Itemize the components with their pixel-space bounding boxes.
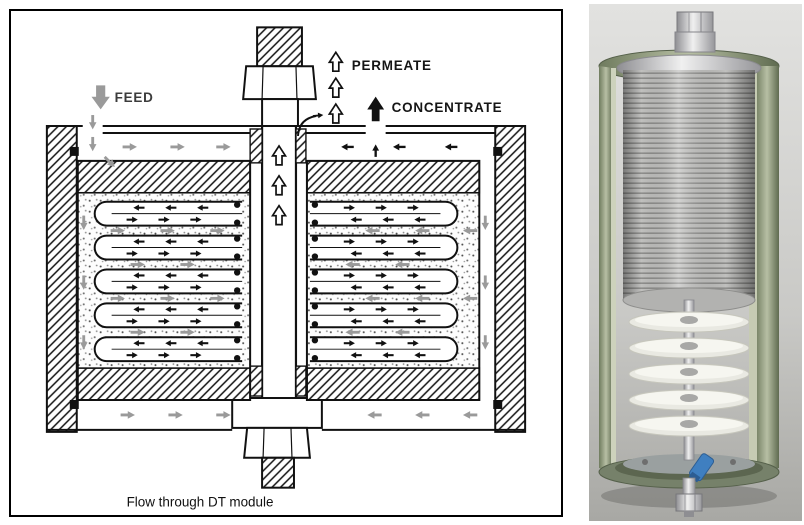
dt-module-3d-render — [589, 4, 802, 521]
diagram-caption: Flow through DT module — [127, 495, 274, 510]
dt-module-diagram: FEED PERMEATE CONCENTRATE Flow through D… — [45, 26, 527, 510]
bottom-threaded-stud — [261, 456, 295, 489]
spacer-disc — [628, 363, 750, 385]
seal — [69, 400, 79, 409]
top-end-plate — [76, 160, 251, 194]
shell-cut-face — [611, 68, 616, 468]
concentrate-label: CONCENTRATE — [392, 100, 503, 115]
bottom-hex-nut — [243, 426, 312, 459]
top-hex-nut — [242, 65, 317, 101]
top-hex-fitting — [676, 11, 714, 35]
bottom-hex-fitting — [675, 493, 703, 512]
bottom-bolt-assembly — [231, 397, 323, 489]
spacer-disc — [628, 337, 750, 359]
bottom-tip — [684, 511, 694, 517]
left-wall — [45, 125, 78, 433]
center-permeate-tube — [249, 125, 307, 399]
top-hub — [295, 128, 307, 164]
bottom-hub — [295, 365, 307, 397]
permeate-label: PERMEATE — [352, 58, 432, 73]
bottom-end-plate — [76, 367, 251, 401]
dt-module-render-frame — [589, 4, 802, 521]
top-end-plate — [306, 160, 481, 194]
bottom-end-plate — [306, 367, 481, 401]
spacer-disc — [628, 415, 750, 437]
bottom-stem — [682, 477, 696, 495]
seal — [493, 146, 503, 156]
base-plate — [623, 454, 755, 474]
right-wall — [494, 125, 527, 433]
dt-module-diagram-frame: FEED PERMEATE CONCENTRATE Flow through D… — [9, 9, 563, 517]
blue-valve-fitting — [688, 453, 715, 483]
top-hub — [249, 128, 263, 164]
top-threaded-stud — [256, 26, 303, 68]
bottom-hub — [249, 365, 263, 397]
module-right-half — [305, 159, 491, 401]
spacer-disc-section — [628, 299, 750, 461]
outer-walls — [45, 125, 527, 433]
permeate-flow-arrows — [271, 51, 344, 226]
top-shaft-neck — [261, 98, 299, 127]
module-left-half — [76, 159, 252, 401]
seal — [69, 146, 79, 156]
seal — [493, 400, 503, 409]
top-bolt-assembly — [242, 26, 317, 127]
bottom-plate — [231, 397, 323, 429]
spacer-disc — [628, 389, 750, 411]
membrane-disc-stack — [622, 70, 756, 313]
feed-label: FEED — [115, 90, 154, 105]
top-port — [674, 31, 716, 53]
bottom-fitting — [675, 453, 715, 517]
cover-plates — [46, 125, 526, 431]
spacer-disc — [628, 311, 750, 333]
